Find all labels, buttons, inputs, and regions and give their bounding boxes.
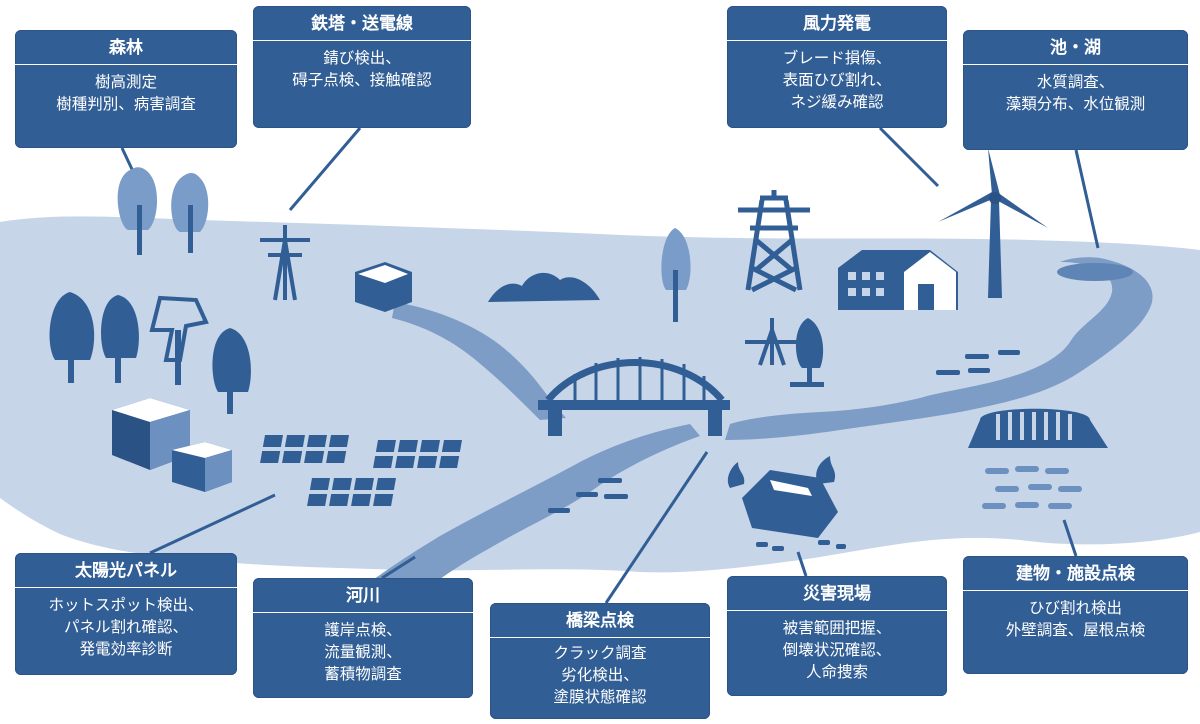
- callout-line: 劣化検出、: [561, 666, 639, 684]
- callout-line: 発電効率診断: [79, 640, 173, 658]
- callout-line: ブレード損傷、: [782, 49, 892, 67]
- callout-title: 橋梁点検: [490, 603, 710, 638]
- house: [838, 250, 958, 310]
- water-tank: [355, 262, 412, 312]
- stream: [392, 302, 566, 420]
- bridge: [538, 357, 730, 436]
- transmission-tower-tall: [738, 190, 810, 293]
- callout-bridge: 橋梁点検 クラック調査 劣化検出、 塗膜状態確認: [490, 603, 710, 719]
- callout-body: 樹高測定 樹種判別、病害調査: [15, 65, 237, 123]
- tree-right-small: [790, 318, 824, 387]
- callout-title: 鉄塔・送電線: [253, 6, 471, 41]
- callout-title: 河川: [253, 578, 473, 613]
- tree-center: [661, 228, 691, 322]
- callout-line: 塗膜状態確認: [553, 688, 647, 706]
- callout-disaster: 災害現場 被害範囲把握、 倒壊状況確認、 人命捜索: [727, 576, 947, 696]
- callout-line: 樹種判別、病害調査: [56, 95, 196, 113]
- callout-line: パネル割れ確認、: [63, 618, 188, 636]
- callout-solar: 太陽光パネル ホットスポット検出、 パネル割れ確認、 発電効率診断: [15, 553, 237, 675]
- callout-line: 被害範囲把握、: [782, 619, 892, 637]
- hills: [488, 272, 600, 302]
- callout-body: 錆び検出、 碍子点検、接触確認: [253, 41, 471, 99]
- callout-title: 池・湖: [963, 30, 1188, 65]
- callout-title: 森林: [15, 30, 237, 65]
- lower-river: [330, 424, 700, 612]
- callout-line: ホットスポット検出、: [48, 596, 204, 614]
- tree-cluster-top: [117, 167, 209, 255]
- callout-building: 建物・施設点検 ひび割れ検出 外壁調査、屋根点検: [963, 556, 1188, 674]
- callout-line: ネジ緩み確認: [790, 93, 884, 111]
- callout-line: 碍子点検、接触確認: [292, 71, 432, 89]
- callout-body: 護岸点検、 流量観測、 蓄積物調査: [253, 613, 473, 693]
- callout-line: 倒壊状況確認、: [782, 641, 892, 659]
- callout-line: 外壁調査、屋根点検: [1005, 621, 1146, 639]
- callout-line: クラック調査: [553, 644, 647, 662]
- callout-line: 樹高測定: [94, 73, 157, 91]
- storage-cubes: [112, 398, 232, 492]
- callout-line: 護岸点検、: [324, 621, 402, 639]
- callout-line: 表面ひび割れ、: [782, 71, 892, 89]
- callout-line: 蓄積物調査: [324, 665, 402, 683]
- callout-body: ホットスポット検出、 パネル割れ確認、 発電効率診断: [15, 588, 237, 668]
- callout-title: 風力発電: [727, 6, 947, 41]
- callout-body: クラック調査 劣化検出、 塗膜状態確認: [490, 638, 710, 716]
- callout-pond: 池・湖 水質調査、 藻類分布、水位観測: [963, 30, 1188, 150]
- callout-body: 被害範囲把握、 倒壊状況確認、 人命捜索: [727, 611, 947, 691]
- callout-line: 錆び検出、: [323, 49, 401, 67]
- callout-line: 人命捜索: [805, 663, 868, 681]
- callout-forest: 森林 樹高測定 樹種判別、病害調査: [15, 30, 237, 148]
- transmission-tower-short: [745, 318, 800, 366]
- callout-body: 水質調査、 藻類分布、水位観測: [963, 65, 1188, 123]
- dam-facility: [968, 408, 1108, 509]
- callout-line: 水質調査、: [1036, 73, 1115, 91]
- wind-turbine: [938, 148, 1048, 298]
- callout-line: 藻類分布、水位観測: [1005, 95, 1146, 113]
- disaster-scene: [727, 456, 846, 551]
- callout-title: 建物・施設点検: [963, 556, 1188, 591]
- callout-body: ひび割れ検出 外壁調査、屋根点検: [963, 591, 1188, 649]
- callout-line: 流量観測、: [324, 643, 402, 661]
- callout-river: 河川 護岸点検、 流量観測、 蓄積物調査: [253, 578, 473, 698]
- river-ripples: [548, 350, 1020, 513]
- transmission-tower-small: [260, 225, 310, 301]
- leader-lines: [120, 126, 1100, 604]
- tree-cluster-left: [49, 292, 251, 414]
- callout-line: ひび割れ検出: [1028, 599, 1122, 617]
- callout-wind: 風力発電 ブレード損傷、 表面ひび割れ、 ネジ緩み確認: [727, 6, 947, 128]
- callout-title: 災害現場: [727, 576, 947, 611]
- callout-title: 太陽光パネル: [15, 553, 237, 588]
- solar-panels: [260, 435, 462, 506]
- callout-pylon: 鉄塔・送電線 錆び検出、 碍子点検、接触確認: [253, 6, 471, 128]
- callout-body: ブレード損傷、 表面ひび割れ、 ネジ緩み確認: [727, 41, 947, 121]
- pond-ripple: [1057, 263, 1133, 281]
